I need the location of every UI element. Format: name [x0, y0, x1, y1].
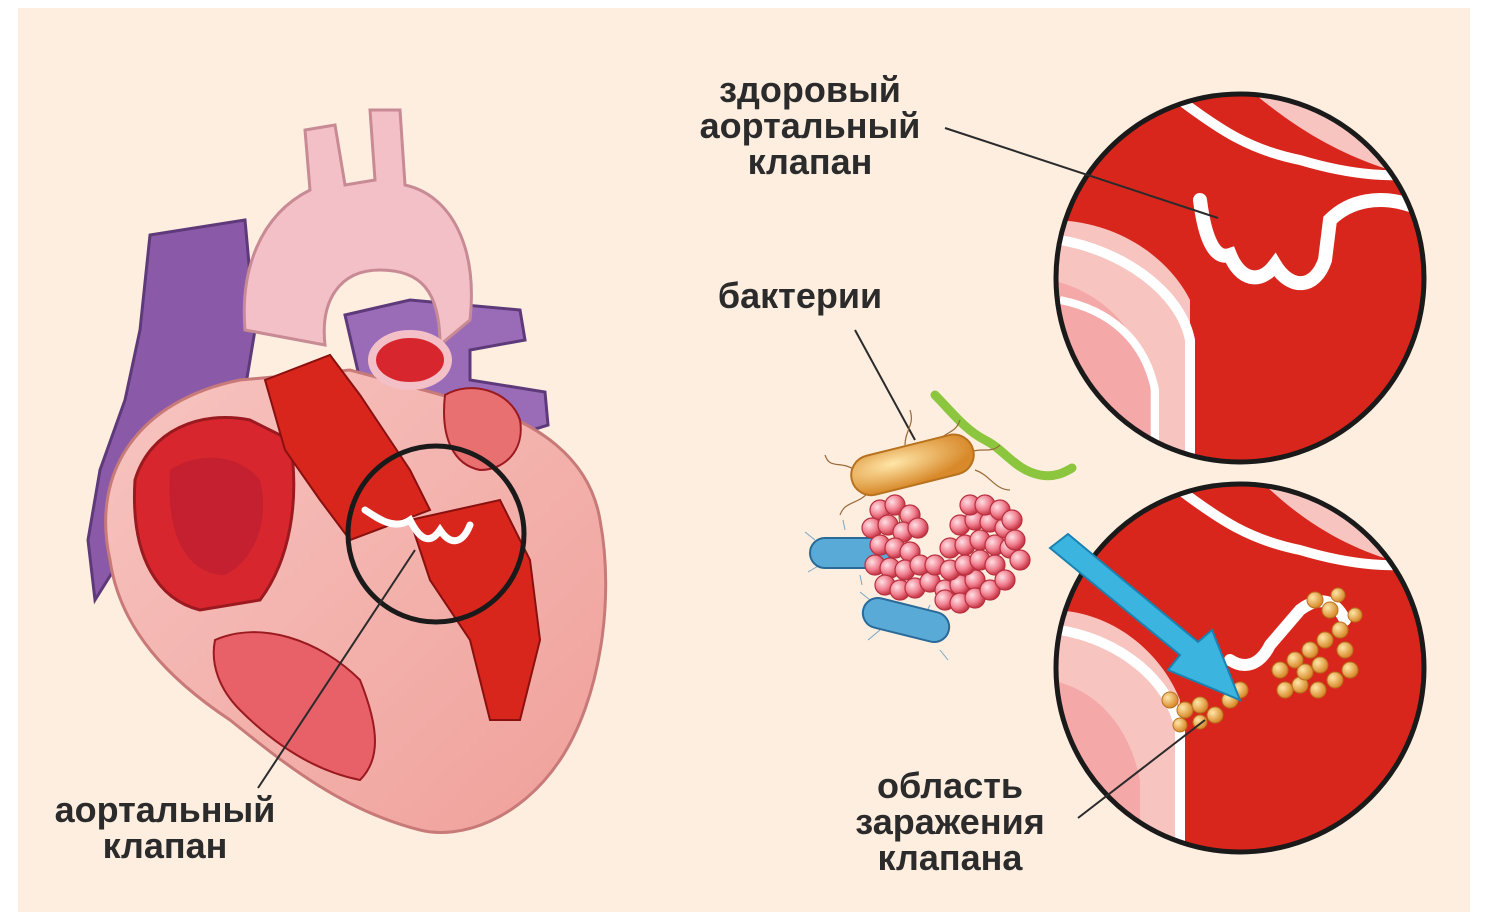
aortic-valve-label: аортальный клапан: [30, 792, 300, 864]
aortic-arch: [244, 110, 471, 345]
pulmonary-valve: [372, 334, 448, 386]
coccus: [1010, 550, 1030, 570]
healthy-valve-label-line3: клапан: [670, 144, 950, 180]
aortic-valve-label-line1: аортальный: [30, 792, 300, 828]
infection-area-label-line3: клапана: [840, 840, 1060, 876]
healthy-valve-zoom: [945, 90, 1430, 470]
orange-bacillus: [847, 430, 978, 499]
infection-area-label-line2: заражения: [840, 804, 1060, 840]
cocci-cluster: [862, 495, 1030, 613]
coccus: [908, 518, 928, 538]
bacteria-leader: [855, 330, 915, 440]
infected-valve-zoom: [1050, 480, 1430, 860]
healthy-valve-label-line2: аортальный: [670, 108, 950, 144]
heart: [88, 110, 606, 832]
coccus: [995, 570, 1015, 590]
infection-area-label-line1: область: [840, 768, 1060, 804]
healthy-valve-label: здоровый аортальный клапан: [670, 72, 950, 180]
healthy-valve-label-line1: здоровый: [670, 72, 950, 108]
coccus: [1005, 530, 1025, 550]
aortic-valve-label-line2: клапан: [30, 828, 300, 864]
bacteria-label: бактерии: [690, 278, 910, 314]
coccus: [1002, 510, 1022, 530]
infection-area-label: область заражения клапана: [840, 768, 1060, 876]
